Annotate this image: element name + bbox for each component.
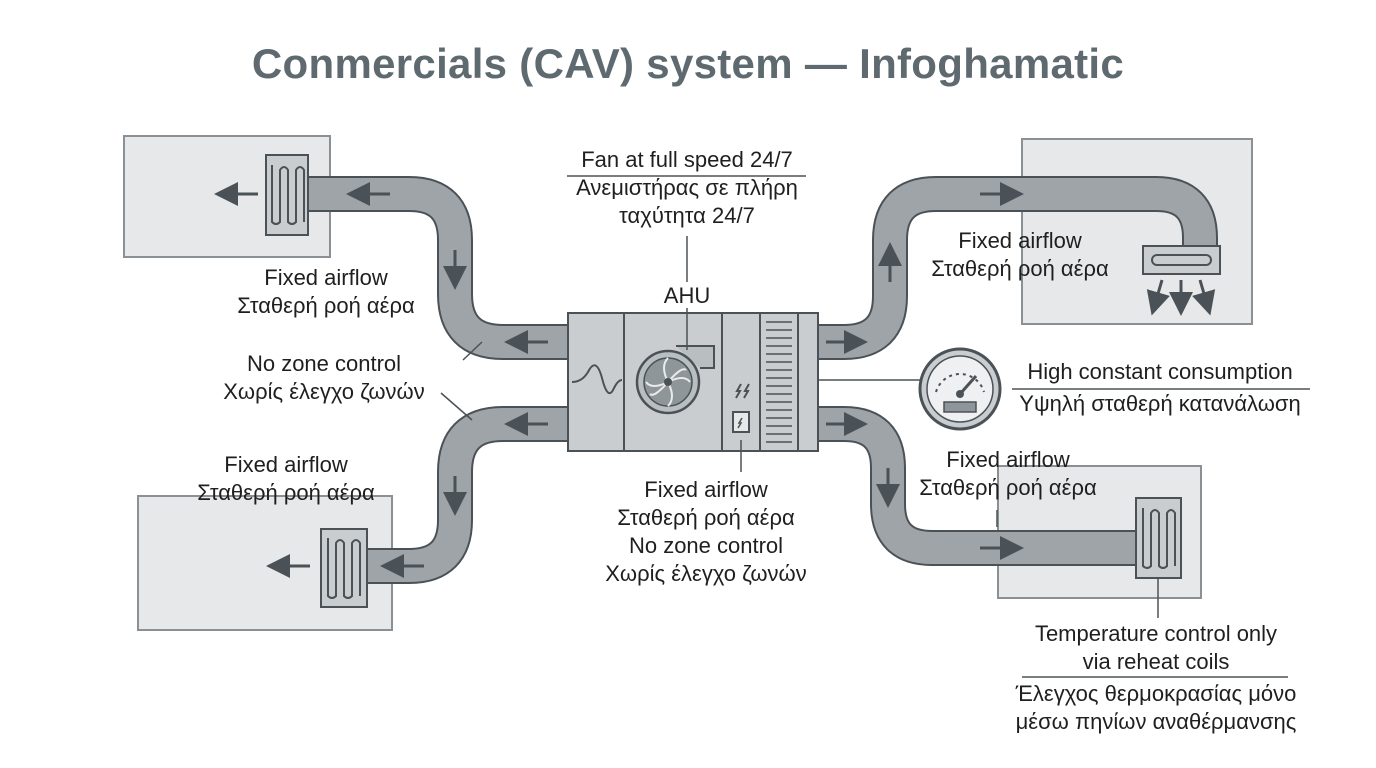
reheat-note-en-1: Temperature control only	[1034, 621, 1278, 646]
top-left-fixed-airflow-gr: Σταθερή ροή αέρα	[237, 293, 415, 318]
top-right-note: Fixed airflow Σταθερή ροή αέρα	[914, 227, 1126, 283]
center-bottom-note: Fixed airflow Σταθερή ροή αέρα No zone c…	[590, 476, 822, 588]
reheat-note-gr-1: Έλεγχος θερμοκρασίας μόνο	[1015, 681, 1297, 706]
bottom-left-fixed-airflow-gr: Σταθερή ροή αέρα	[197, 480, 375, 505]
duct-bottom-left	[366, 406, 568, 584]
left-zone-note: No zone control Χωρίς έλεγχο ζωνών	[206, 350, 442, 406]
coil-bottom-left	[320, 528, 368, 608]
left-no-zone-gr: Χωρίς έλεγχο ζωνών	[223, 379, 425, 404]
duct-top-right	[818, 176, 1218, 360]
fan-note: Fan at full speed 24/7 Ανεμιστήρας σε πλ…	[567, 146, 807, 230]
bottom-right-fixed-airflow-en: Fixed airflow	[946, 447, 1070, 472]
reheat-note-en-2: via reheat coils	[1082, 649, 1230, 674]
top-right-fixed-airflow-en: Fixed airflow	[958, 228, 1082, 253]
bottom-right-fixed-airflow-gr: Σταθερή ροή αέρα	[919, 475, 1097, 500]
center-no-zone-gr: Χωρίς έλεγχο ζωνών	[605, 561, 807, 586]
reheat-note-gr-2: μέσω πηνίων αναθέρμανσης	[1015, 709, 1297, 734]
bottom-right-note: Fixed airflow Σταθερή ροή αέρα	[902, 446, 1114, 502]
flow-arrows	[214, 182, 1024, 578]
top-left-note: Fixed airflow Σταθερή ροή αέρα	[220, 264, 432, 320]
bottom-left-note: Fixed airflow Σταθερή ροή αέρα	[180, 451, 392, 507]
diffuser-top-right	[1142, 245, 1221, 316]
ahu-label: AHU	[663, 283, 711, 308]
ahu-unit	[567, 312, 819, 452]
bottom-left-fixed-airflow-en: Fixed airflow	[224, 452, 348, 477]
leader-lines	[440, 175, 1310, 678]
coil-top-left	[265, 154, 309, 236]
page-title: Conmercials (CAV) system — Infoghamatic	[251, 40, 1125, 87]
top-left-fixed-airflow-en: Fixed airflow	[264, 265, 388, 290]
gauge-note-en: High constant consumption	[1027, 359, 1293, 384]
top-right-fixed-airflow-gr: Σταθερή ροή αέρα	[931, 256, 1109, 281]
fan-note-en: Fan at full speed 24/7	[581, 147, 793, 172]
consumption-gauge	[918, 347, 1002, 431]
gauge-note-gr: Υψηλή σταθερή κατανάλωση	[1019, 391, 1301, 416]
coil-bottom-right	[1135, 497, 1182, 579]
fan-note-gr-1: Ανεμιστήρας σε πλήρη	[576, 175, 798, 200]
left-no-zone-en: No zone control	[246, 351, 402, 376]
center-fixed-airflow-en: Fixed airflow	[644, 477, 768, 502]
gauge-note: High constant consumption Υψηλή σταθερή …	[1004, 358, 1316, 418]
center-no-zone-en: No zone control	[628, 533, 784, 558]
center-fixed-airflow-gr: Σταθερή ροή αέρα	[617, 505, 795, 530]
reheat-note: Temperature control only via reheat coil…	[1000, 620, 1312, 736]
fan-note-gr-2: ταχύτητα 24/7	[619, 203, 755, 228]
